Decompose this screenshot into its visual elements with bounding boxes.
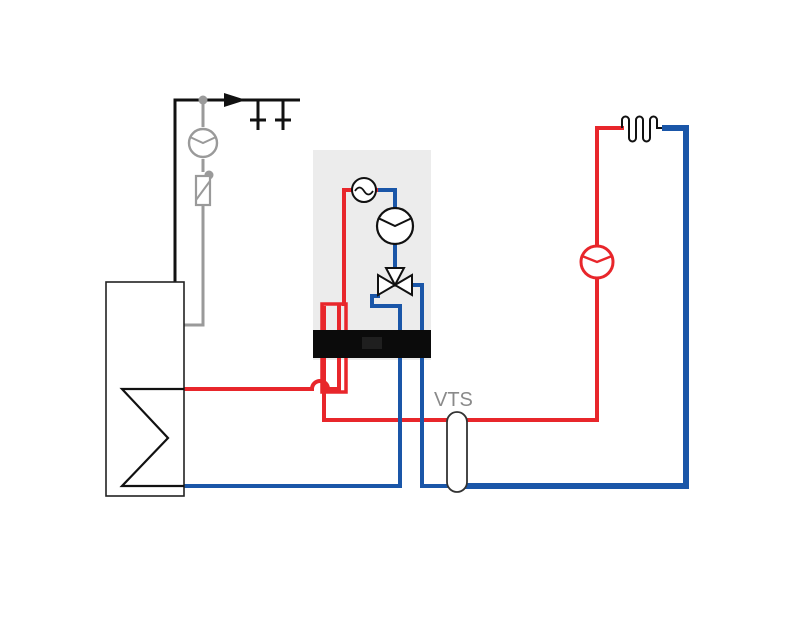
check-valve-icon xyxy=(194,174,212,207)
boiler-display xyxy=(362,337,382,349)
hydraulic-separator-icon xyxy=(446,411,468,493)
circulation-pump-icon xyxy=(187,127,219,159)
hot-water-line xyxy=(173,93,300,282)
flow-arrow-icon xyxy=(224,93,246,107)
boiler-pump-icon xyxy=(375,206,415,246)
three-way-valve-icon xyxy=(377,267,413,297)
heating-coil-icon xyxy=(119,387,184,488)
circulation-line xyxy=(184,95,219,327)
return-lines xyxy=(182,125,689,489)
heat-exchanger-icon xyxy=(351,177,377,203)
boiler-control-panel xyxy=(313,330,431,358)
hot-water-taps-icon xyxy=(250,100,291,130)
radiator-icon xyxy=(621,115,662,143)
heating-pump-icon xyxy=(579,244,615,280)
vts-label: VTS xyxy=(434,389,473,411)
storage-tank-icon xyxy=(105,281,185,497)
